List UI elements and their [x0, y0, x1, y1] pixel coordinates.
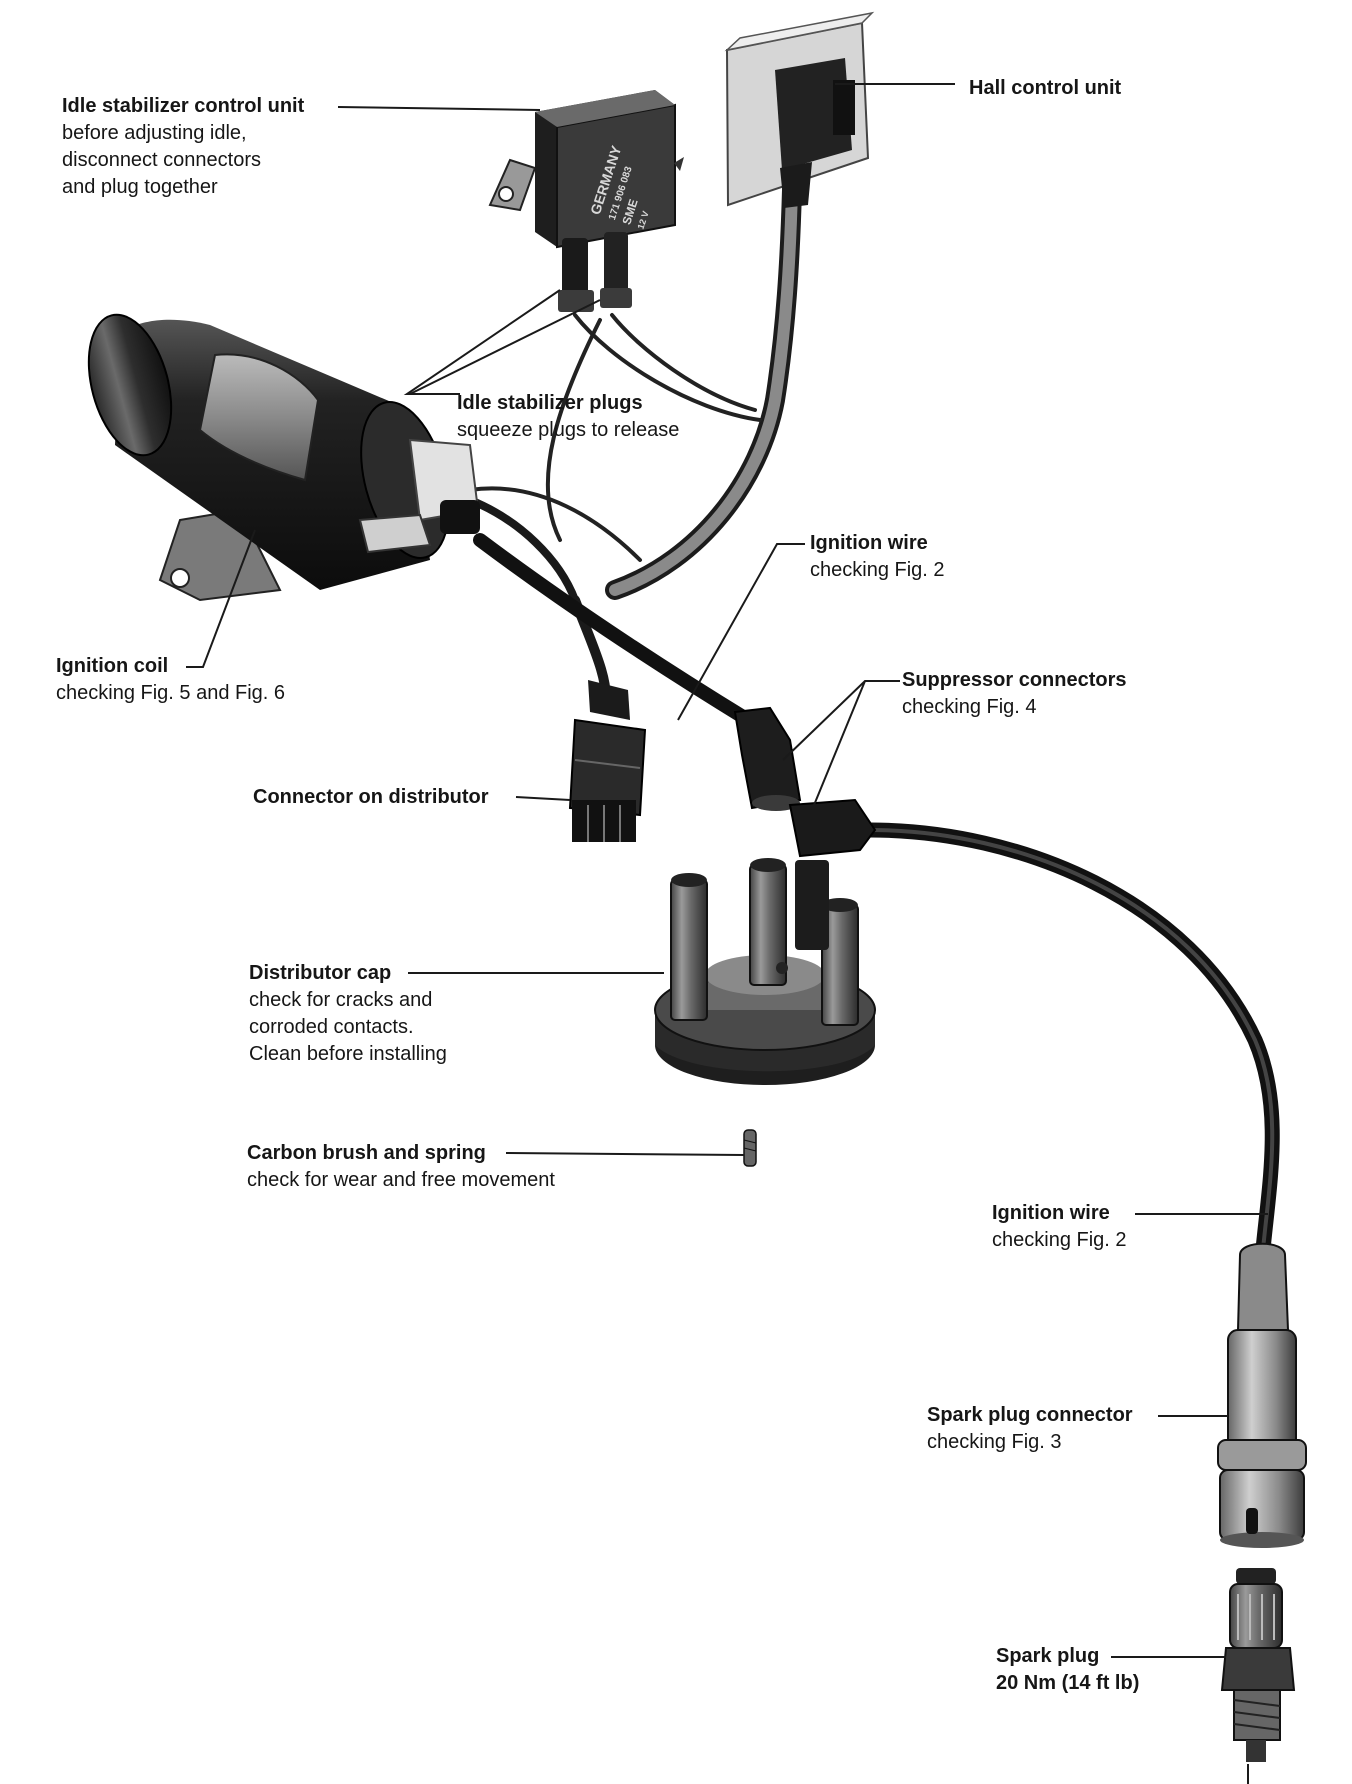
- cable-harness: [466, 180, 1280, 1268]
- leader-distributor-connector: [515, 796, 571, 801]
- leader-suppressor-a: [782, 680, 900, 761]
- idle-control-unit-illustration: GERMANY 171 906 083 SME 12 V: [488, 90, 684, 312]
- leader-ignition-coil: [186, 529, 256, 668]
- idle-control-unit-line-3: and plug together: [62, 176, 218, 198]
- ignition-coil-line-1: checking Fig. 5 and Fig. 6: [56, 682, 286, 704]
- leader-idle-plugs: [403, 289, 561, 395]
- label-ignition-wire-upper: Ignition wire checking Fig. 2: [810, 530, 945, 584]
- label-connector-on-distributor: Connector on distributor: [253, 784, 489, 811]
- carbon-brush-line-1: check for wear and free movement: [247, 1169, 555, 1191]
- label-carbon-brush: Carbon brush and spring check for wear a…: [247, 1140, 555, 1194]
- idle-control-unit-title: Idle stabilizer control unit: [62, 95, 305, 117]
- leader-carbon-brush: [505, 1152, 745, 1156]
- label-hall-control-unit: Hall control unit: [969, 75, 1121, 102]
- distributor-cap-illustration: [654, 858, 876, 1085]
- connector-on-distributor-title: Connector on distributor: [253, 786, 489, 808]
- idle-plugs-line-1: squeeze plugs to release: [457, 419, 680, 441]
- coil-ignition-wire: [473, 533, 755, 727]
- ignition-wire-lower-title: Ignition wire: [992, 1202, 1110, 1224]
- spark-plug-connector-line-1: checking Fig. 3: [927, 1431, 1062, 1453]
- suppressor-connectors-line-1: checking Fig. 4: [902, 696, 1037, 718]
- idle-wires: [573, 313, 762, 422]
- spark-plug-illustration: [1220, 1568, 1296, 1762]
- label-idle-control-unit: Idle stabilizer control unit before adju…: [62, 93, 304, 201]
- spark-plug-connector-title: Spark plug connector: [927, 1404, 1133, 1426]
- label-idle-stabilizer-plugs: Idle stabilizer plugs squeeze plugs to r…: [457, 390, 679, 444]
- carbon-brush-title: Carbon brush and spring: [247, 1142, 486, 1164]
- spark-plug-title: Spark plug: [996, 1645, 1100, 1667]
- ignition-wire-lower-line-1: checking Fig. 2: [992, 1229, 1127, 1251]
- label-suppressor-connectors: Suppressor connectors checking Fig. 4: [902, 667, 1127, 721]
- distributor-cap-line-2: corroded contacts.: [249, 1016, 414, 1038]
- suppressor-connectors-illustration: [733, 706, 877, 858]
- ignition-wire-upper-title: Ignition wire: [810, 532, 928, 554]
- spark-plug-connector-illustration: [1217, 1242, 1307, 1548]
- leader-idle-control-unit: [337, 106, 541, 111]
- ignition-wire-upper-line-1: checking Fig. 2: [810, 559, 945, 581]
- distributor-cap-line-1: check for cracks and: [249, 989, 433, 1011]
- leader-ignition-wire-upper: [677, 543, 805, 721]
- spark-plug-torque: 20 Nm (14 ft lb): [996, 1672, 1140, 1694]
- hall-control-unit-title: Hall control unit: [969, 77, 1122, 99]
- leader-lines: [186, 83, 1268, 1784]
- leader-suppressor-b: [811, 680, 866, 811]
- label-ignition-coil: Ignition coil checking Fig. 5 and Fig. 6: [56, 653, 285, 707]
- idle-control-unit-line-2: disconnect connectors: [62, 149, 262, 171]
- label-spark-plug-connector: Spark plug connector checking Fig. 3: [927, 1402, 1133, 1456]
- label-spark-plug: Spark plug 20 Nm (14 ft lb): [996, 1643, 1139, 1697]
- cap-towers: [670, 858, 859, 1026]
- distributor-connector-illustration: [568, 680, 647, 842]
- label-ignition-wire-lower: Ignition wire checking Fig. 2: [992, 1200, 1127, 1254]
- idle-control-unit-line-1: before adjusting idle,: [62, 122, 247, 144]
- idle-plugs-title: Idle stabilizer plugs: [457, 392, 643, 414]
- suppressor-connectors-title: Suppressor connectors: [902, 669, 1127, 691]
- label-distributor-cap: Distributor cap check for cracks and cor…: [249, 960, 447, 1068]
- distributor-cap-line-3: Clean before installing: [249, 1043, 447, 1065]
- carbon-brush-illustration: [743, 1129, 757, 1167]
- ignition-coil-illustration: [87, 313, 480, 602]
- plug-ignition-wire: [862, 822, 1280, 1268]
- distributor-cap-title: Distributor cap: [249, 962, 392, 984]
- hall-control-unit-illustration: [724, 11, 875, 208]
- ignition-coil-title: Ignition coil: [56, 655, 169, 677]
